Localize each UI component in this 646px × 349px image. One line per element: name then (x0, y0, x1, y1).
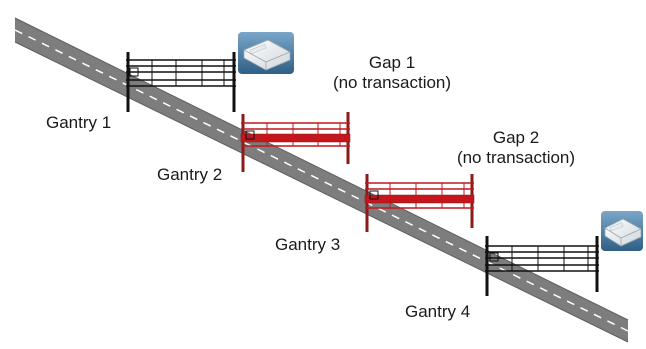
gantry-4 (485, 236, 599, 296)
reader-device-icon (238, 32, 294, 74)
gantry-2-label: Gantry 2 (157, 165, 223, 184)
gantry-3 (364, 174, 475, 232)
gap-2-label: Gap 2 (no transaction) (444, 128, 588, 168)
reader-device-icon (601, 211, 643, 251)
gantry-4-label: Gantry 4 (405, 302, 471, 321)
road (14, 17, 629, 343)
gantry-1 (126, 52, 236, 112)
road-surface (15, 18, 628, 342)
gap-2-note: (no transaction) (456, 148, 576, 167)
gap-2-title: Gap 2 (492, 128, 540, 147)
gantry-1-label: Gantry 1 (46, 113, 112, 132)
gantry-3-label: Gantry 3 (275, 235, 341, 254)
gap-1-title: Gap 1 (368, 53, 416, 72)
road-edge-top (14, 17, 629, 321)
road-edge-bottom (14, 41, 629, 343)
gap-1-label: Gap 1 (no transaction) (320, 53, 464, 93)
gap-1-note: (no transaction) (332, 73, 452, 92)
gantry-2 (240, 112, 351, 172)
